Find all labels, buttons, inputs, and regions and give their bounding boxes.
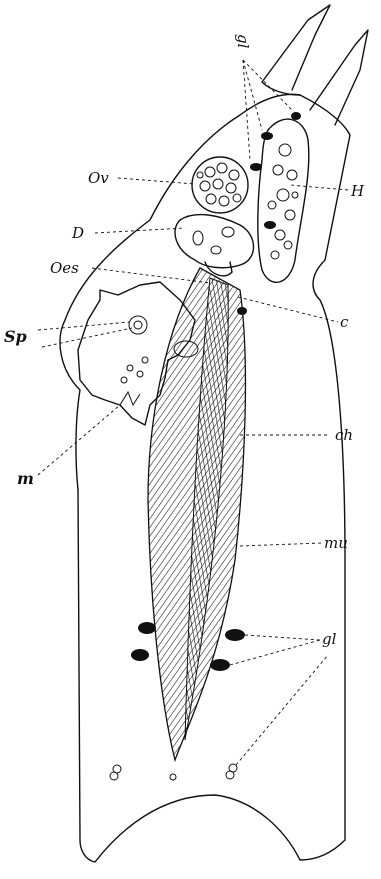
- organ-h-cells: [268, 144, 298, 259]
- label-sp: Sp: [4, 327, 27, 346]
- organ-d-cells: [193, 227, 234, 254]
- tail-spine-right: [310, 30, 368, 125]
- label-oes: Oes: [50, 259, 79, 277]
- label-ch: ch: [335, 426, 353, 444]
- label-ov: Ov: [88, 169, 109, 187]
- tail-spine-left: [262, 5, 330, 90]
- small-rings: [110, 764, 237, 780]
- label-c: c: [340, 313, 349, 331]
- label-mu: mu: [324, 534, 348, 552]
- organ-d: [175, 215, 254, 268]
- ovary: [192, 157, 248, 213]
- label-gl-top: gl: [234, 34, 252, 49]
- label-gl-bottom: gl: [322, 630, 337, 648]
- label-d: D: [71, 224, 84, 242]
- label-h: H: [350, 182, 365, 200]
- label-m: m: [17, 469, 34, 488]
- spot-c: [237, 307, 247, 315]
